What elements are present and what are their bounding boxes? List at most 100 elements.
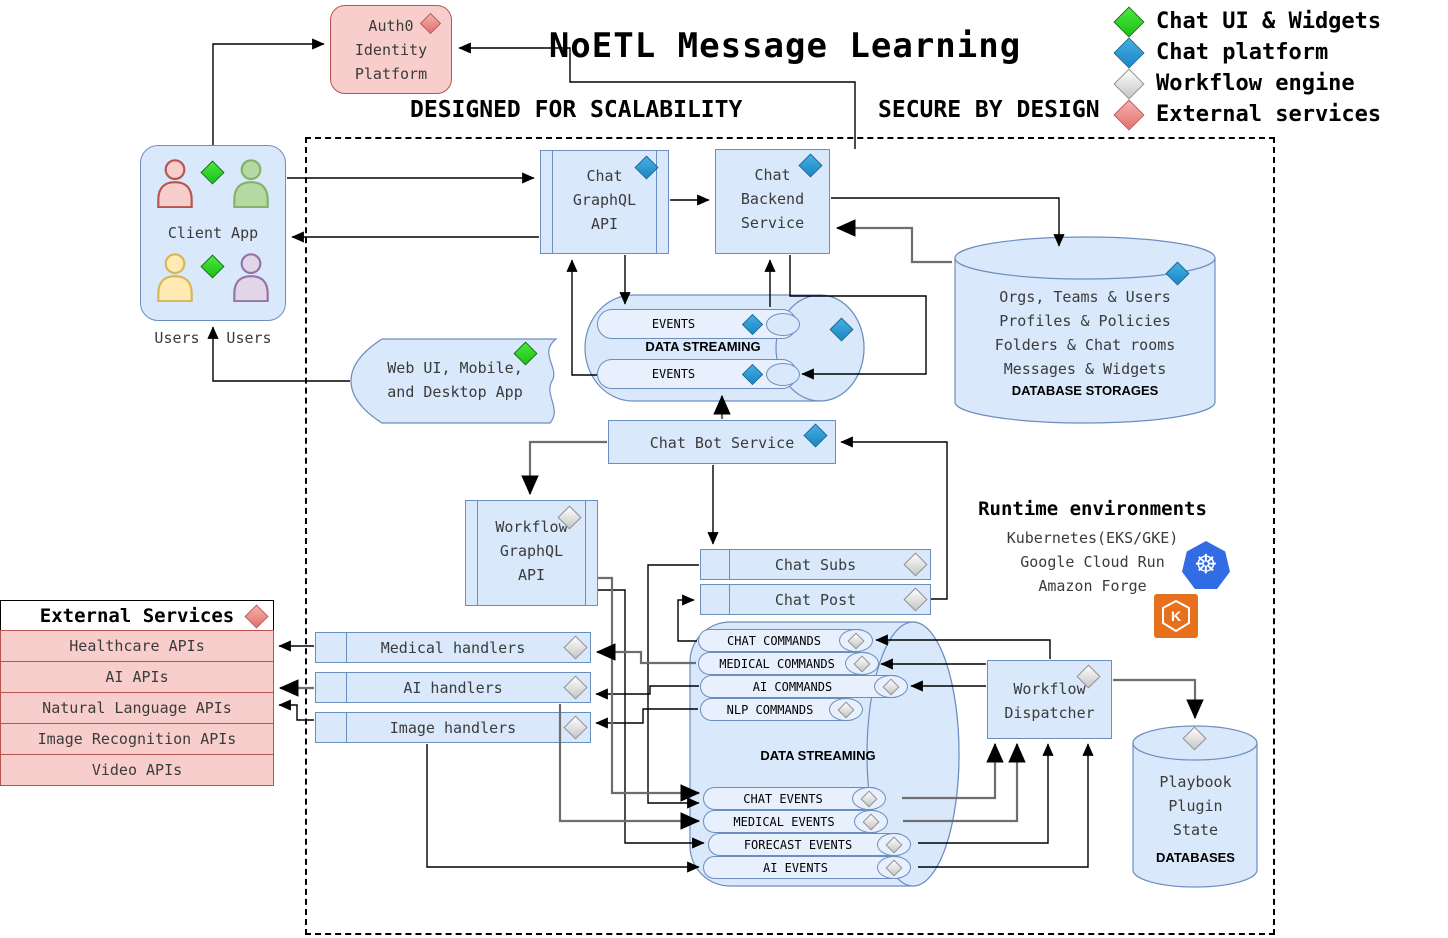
client-app-node: Client App (140, 145, 286, 321)
medical-handlers-label: Medical handlers (380, 638, 526, 657)
legend-item-chat-platform: Chat platform (1113, 36, 1381, 69)
chat-backend-service-node: Chat Backend Service (715, 149, 830, 254)
chat-post-label: Chat Post (774, 590, 857, 609)
user-icon (233, 159, 269, 208)
page-title: NoETL Message Learning (548, 26, 1022, 66)
event-topic-pill: FORECAST EVENTS (708, 833, 911, 856)
db-storage-line: Messages & Widgets (1003, 360, 1167, 378)
runtime-item: Amazon Forge (1038, 577, 1147, 595)
legend: Chat UI & Widgets Chat platform Workflow… (1113, 5, 1381, 131)
playbook-line: Plugin (1168, 797, 1223, 815)
chat-backend-line: Service (740, 214, 805, 232)
gray-diamond-icon (860, 790, 878, 807)
workflow-graphql-line: Workflow (495, 518, 568, 536)
topic-port (839, 629, 873, 652)
external-service-row: Healthcare APIs (0, 630, 274, 662)
command-topic-pill: NLP COMMANDS (700, 698, 863, 721)
blue-diamond-icon (1113, 36, 1145, 69)
web-app-line: and Desktop App (387, 383, 523, 401)
gray-diamond-icon (853, 655, 871, 672)
chat-post-node: Chat Post (700, 584, 931, 615)
chat-graphql-api-node: Chat GraphQL API (540, 150, 669, 254)
chat-subs-label: Chat Subs (774, 555, 857, 574)
component-bar (729, 585, 730, 614)
banner-secure: SECURE BY DESIGN (878, 97, 1100, 123)
database-storages-node: Orgs, Teams & Users Profiles & Policies … (953, 235, 1217, 425)
ai-handlers-node: AI handlers (315, 672, 591, 703)
auth0-line: Auth0 (368, 17, 414, 35)
gray-diamond-icon (563, 675, 588, 700)
green-diamond-icon (1113, 5, 1145, 38)
gray-diamond-icon (903, 552, 928, 577)
events-stream-caption: DATA STREAMING (645, 339, 761, 354)
chat-graphql-line: GraphQL (572, 191, 637, 209)
events-stream-node: EVENTS DATA STREAMING EVENTS (583, 293, 873, 403)
topic-port (829, 698, 863, 721)
gray-diamond-icon (847, 632, 865, 649)
command-topic-pill: CHAT COMMANDS (698, 629, 873, 652)
component-bar (585, 501, 586, 605)
runtime-item: Kubernetes(EKS/GKE) (1006, 529, 1179, 547)
legend-item-workflow-engine: Workflow engine (1113, 67, 1381, 100)
image-handlers-node: Image handlers (315, 712, 591, 743)
db-storage-line: Orgs, Teams & Users (999, 288, 1171, 306)
topic-port (877, 833, 911, 856)
gray-diamond-icon (1113, 67, 1145, 100)
topic-port (766, 312, 800, 336)
web-app-node: Web UI, Mobile, and Desktop App (350, 338, 564, 424)
dispatcher-line: Dispatcher (1004, 704, 1095, 722)
blue-diamond-icon (741, 363, 764, 385)
chat-bot-label: Chat Bot Service (649, 434, 795, 452)
external-service-row: Image Recognition APIs (0, 723, 274, 755)
topic-port (874, 675, 908, 698)
event-topic-label: CHAT EVENTS (743, 791, 823, 806)
runtime-title: Runtime environments (978, 498, 1207, 520)
topic-port (877, 856, 911, 879)
playbook-caption: DATABASES (1156, 850, 1235, 865)
events-topic-pill: EVENTS (597, 359, 800, 389)
event-topic-label: MEDICAL EVENTS (733, 814, 835, 829)
command-stream-caption: DATA STREAMING (760, 748, 876, 763)
component-bar (346, 633, 347, 662)
gray-diamond-icon (862, 813, 880, 830)
command-topic-label: NLP COMMANDS (726, 702, 814, 717)
topic-port (854, 810, 888, 833)
chat-backend-line: Backend (740, 190, 805, 208)
red-diamond-icon (1113, 98, 1145, 131)
topic-port (845, 652, 879, 675)
db-storage-line: Profiles & Policies (999, 312, 1171, 330)
db-storage-caption: DATABASE STORAGES (1011, 383, 1159, 398)
gray-diamond-icon (563, 635, 588, 660)
db-storage-line: Folders & Chat rooms (994, 336, 1176, 354)
command-topic-label: CHAT COMMANDS (727, 633, 821, 648)
edge-clientapp-auth0 (212, 38, 325, 145)
events-topic-label: EVENTS (651, 367, 696, 381)
component-bar (729, 550, 730, 579)
external-service-row: Video APIs (0, 754, 274, 786)
gray-diamond-icon (882, 678, 900, 695)
external-services-node: External Services Healthcare APIs AI API… (0, 600, 274, 786)
command-topic-label: MEDICAL COMMANDS (719, 656, 835, 671)
event-topic-label: FORECAST EVENTS (743, 837, 853, 852)
runtime-item: Google Cloud Run (1020, 553, 1165, 571)
workflow-graphql-line: GraphQL (499, 542, 564, 560)
workflow-dispatcher-node: Workflow Dispatcher (987, 660, 1112, 739)
image-handlers-label: Image handlers (389, 718, 517, 737)
event-topic-pill: MEDICAL EVENTS (703, 810, 888, 833)
component-bar (656, 151, 657, 253)
topic-port (852, 787, 886, 810)
event-topic-label: AI EVENTS (762, 860, 829, 875)
external-services-title: External Services (39, 604, 235, 627)
auth0-identity-platform-node: Auth0 Identity Platform (330, 5, 452, 94)
playbook-databases-node: Playbook Plugin State DATABASES (1131, 724, 1260, 890)
event-topic-pill: CHAT EVENTS (703, 787, 886, 810)
playbook-line: Playbook (1159, 773, 1232, 791)
playbook-line: State (1172, 821, 1219, 839)
chat-backend-line: Chat (754, 166, 791, 184)
svg-text:K: K (1171, 608, 1181, 624)
auth0-line: Identity (354, 41, 428, 59)
user-icon (157, 253, 193, 302)
auth0-line: Platform (354, 65, 428, 83)
workflow-graphql-api-node: Workflow GraphQL API (465, 500, 598, 606)
